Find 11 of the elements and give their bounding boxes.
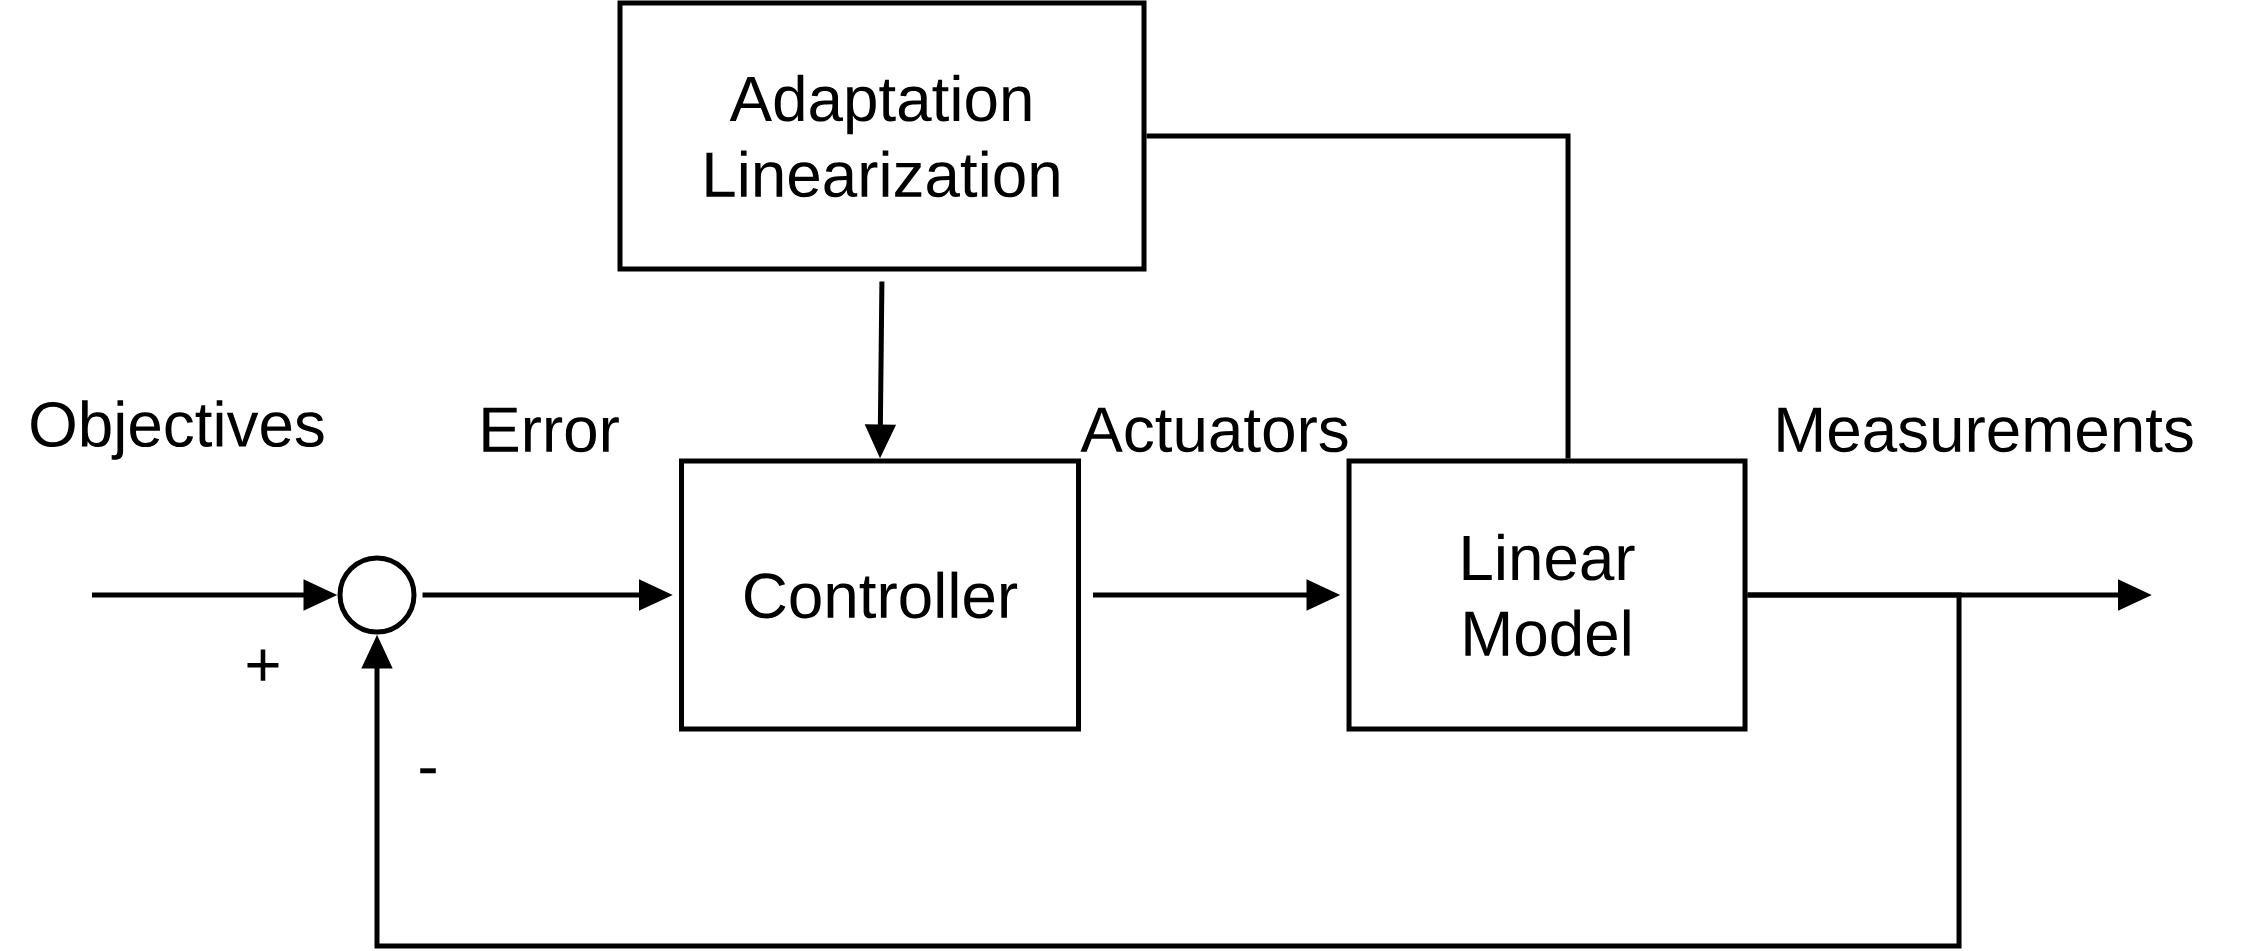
arrow <box>361 592 1962 949</box>
summing-junction <box>337 555 417 635</box>
signal-label: Actuators <box>1080 407 1348 453</box>
process-box: Controller <box>679 458 1081 732</box>
sign-label: + <box>247 649 279 681</box>
process-box: Linear Model <box>1346 458 1748 732</box>
signal-label: Error <box>483 407 619 453</box>
process-box: Adaptation Linearization <box>617 0 1147 272</box>
signal-label: Objectives <box>31 400 324 460</box>
sign-label: - <box>420 768 436 774</box>
signal-label: Measurements <box>1778 407 2193 453</box>
